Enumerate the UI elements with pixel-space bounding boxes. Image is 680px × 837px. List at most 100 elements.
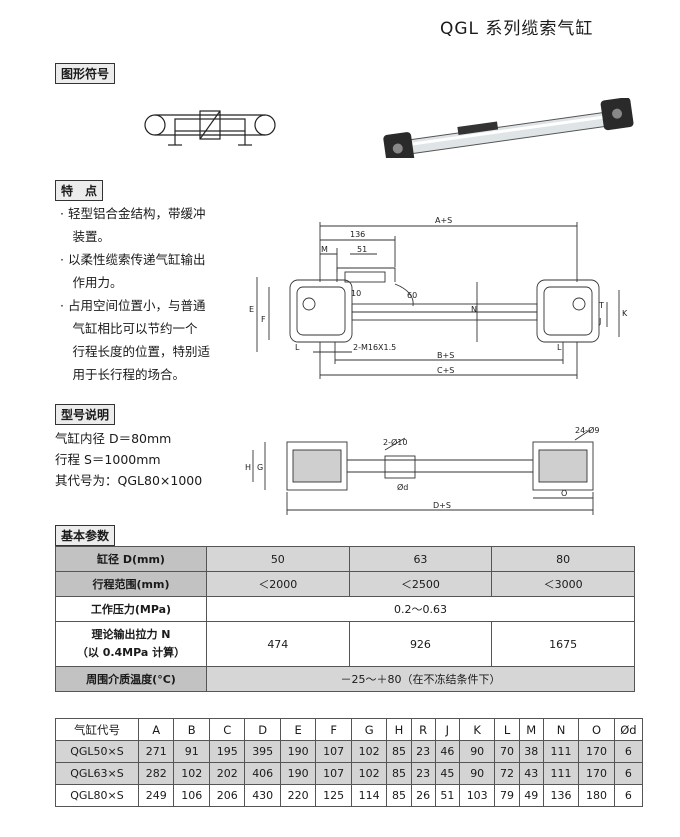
table-cell: 102 xyxy=(350,762,388,785)
table-cell: 195 xyxy=(208,740,246,763)
dim-label: N xyxy=(471,305,477,314)
table-cell: 395 xyxy=(244,740,281,763)
row-label: 工作压力(MPa) xyxy=(55,596,207,622)
dim-label: A+S xyxy=(435,216,452,225)
side-view-drawing: A+S 136 M 51 10 60 E F N T J K L 2-M16X1… xyxy=(249,216,628,379)
table-cell: 80 xyxy=(491,546,635,572)
table-cell: 190 xyxy=(279,762,317,785)
table-cell: 6 xyxy=(613,784,644,807)
section-features-header: 特 点 xyxy=(55,180,104,201)
table-row: QGL63×S 282 102 202 406 190 107 102 85 2… xyxy=(55,762,644,785)
dim-label: 24-Ø9 xyxy=(575,425,599,435)
table-cell: ＜2000 xyxy=(206,571,350,597)
table-cell: ＜3000 xyxy=(491,571,635,597)
dim-label: E xyxy=(249,305,254,314)
table-cell: QGL63×S xyxy=(55,762,139,785)
column-header: M xyxy=(518,718,544,741)
table-cell: 107 xyxy=(315,740,352,763)
table-cell: 102 xyxy=(350,740,388,763)
table-cell: 85 xyxy=(386,784,412,807)
table-cell: 206 xyxy=(208,784,246,807)
table-cell: 271 xyxy=(137,740,175,763)
table-cell: QGL80×S xyxy=(55,784,139,807)
row-label: 理论输出拉力 N （以 0.4MPa 计算） xyxy=(55,621,207,667)
table-cell: 0.2～0.63 xyxy=(206,596,635,622)
row-label: 周围介质温度(°C) xyxy=(55,666,207,692)
table-cell: －25～＋80（在不冻结条件下） xyxy=(206,666,635,692)
dim-label: 136 xyxy=(350,230,365,239)
table-cell: 103 xyxy=(458,784,496,807)
model-description: 气缸内径 D＝80mm 行程 S＝1000mm 其代号为：QGL80×1000 xyxy=(55,428,202,491)
feature-line: · 以柔性缆索传递气缸输出 xyxy=(60,252,206,267)
table-cell: 6 xyxy=(613,762,644,785)
dim-label: 2-M16X1.5 xyxy=(353,343,396,352)
table-cell: 106 xyxy=(173,784,210,807)
feature-line: · 占用空间位置小，与普通 xyxy=(60,298,206,313)
model-code: 其代号为：QGL80×1000 xyxy=(55,473,203,488)
table-cell: 220 xyxy=(279,784,317,807)
table-cell: 282 xyxy=(137,762,175,785)
row-label-line: （以 0.4MPa 计算） xyxy=(76,646,186,659)
column-header: Ød xyxy=(613,718,644,741)
features-list: · 轻型铝合金结构，带缓冲 装置。 · 以柔性缆索传递气缸输出 作用力。 · 占… xyxy=(60,202,210,386)
dim-label: M xyxy=(321,245,328,254)
table-cell: 63 xyxy=(348,546,493,572)
column-header: O xyxy=(578,718,615,741)
table-row: 工作压力(MPa) 0.2～0.63 xyxy=(55,596,635,622)
table-cell: 26 xyxy=(410,784,436,807)
row-label: 缸径 D(mm) xyxy=(55,546,207,572)
column-header: E xyxy=(279,718,317,741)
table-cell: 91 xyxy=(173,740,210,763)
table-cell: 430 xyxy=(244,784,281,807)
dim-label: G xyxy=(257,463,263,472)
column-header: J xyxy=(434,718,460,741)
table-cell: 190 xyxy=(279,740,317,763)
row-label: 行程范围(mm) xyxy=(55,571,207,597)
column-header: 气缸代号 xyxy=(55,718,139,741)
table-cell: 180 xyxy=(578,784,615,807)
dimensions-table: 气缸代号 A B C D E F G H R J K L M N O Ød QG… xyxy=(55,718,644,807)
dim-label: H xyxy=(245,463,251,472)
dim-label: K xyxy=(622,309,628,318)
table-cell: 90 xyxy=(458,740,496,763)
dim-label: B+S xyxy=(437,351,454,360)
table-header-row: 气缸代号 A B C D E F G H R J K L M N O Ød xyxy=(55,718,644,741)
table-cell: 45 xyxy=(434,762,460,785)
table-cell: 50 xyxy=(206,546,350,572)
dim-label: O xyxy=(561,489,567,498)
dim-label: F xyxy=(261,315,266,324)
dim-label: D+S xyxy=(433,501,451,510)
feature-line: 装置。 xyxy=(60,229,111,244)
table-row: 理论输出拉力 N （以 0.4MPa 计算） 474 926 1675 xyxy=(55,621,635,667)
section-symbol-header: 图形符号 xyxy=(55,63,116,84)
product-photo xyxy=(383,98,634,158)
table-cell: 79 xyxy=(494,784,520,807)
table-cell: 926 xyxy=(348,621,493,667)
model-bore: 气缸内径 D＝80mm xyxy=(55,431,172,446)
dim-label: Ød xyxy=(397,482,408,492)
feature-line: · 轻型铝合金结构，带缓冲 xyxy=(60,206,206,221)
table-cell: 170 xyxy=(578,740,615,763)
table-cell: 1675 xyxy=(491,621,635,667)
dim-label: J xyxy=(598,317,601,326)
table-cell: 170 xyxy=(578,762,615,785)
column-header: G xyxy=(350,718,388,741)
feature-line: 用于长行程的场合。 xyxy=(60,367,186,382)
table-cell: 125 xyxy=(315,784,352,807)
table-cell: 474 xyxy=(206,621,350,667)
table-row: 缸径 D(mm) 50 63 80 xyxy=(55,546,635,572)
column-header: N xyxy=(542,718,580,741)
table-cell: 249 xyxy=(137,784,175,807)
column-header: B xyxy=(173,718,210,741)
column-header: R xyxy=(410,718,436,741)
table-cell: 23 xyxy=(410,740,436,763)
dim-label: L xyxy=(295,343,300,352)
table-cell: 70 xyxy=(494,740,520,763)
dim-label: T xyxy=(598,301,604,310)
table-cell: ＜2500 xyxy=(348,571,493,597)
dim-label: 10 xyxy=(351,289,361,298)
table-cell: 202 xyxy=(208,762,246,785)
table-cell: 6 xyxy=(613,740,644,763)
table-cell: 46 xyxy=(434,740,460,763)
table-cell: QGL50×S xyxy=(55,740,139,763)
